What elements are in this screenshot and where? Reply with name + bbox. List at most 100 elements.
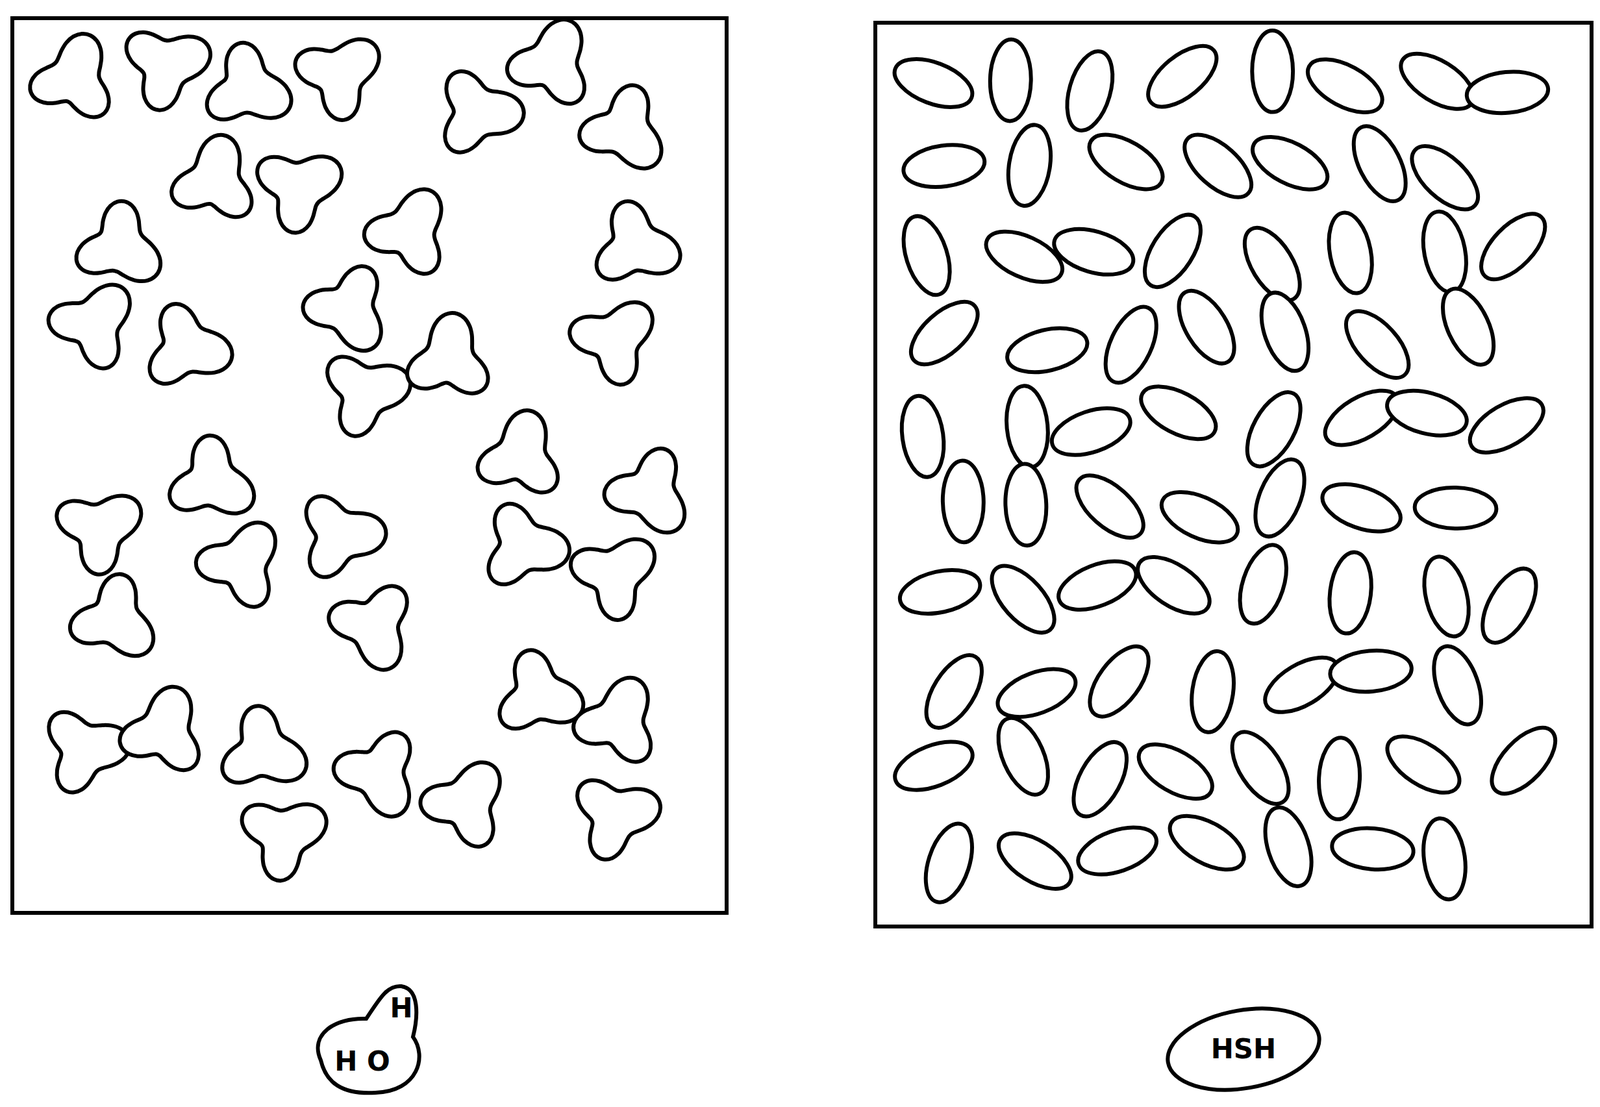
water-molecule [573,677,651,763]
atom-label: H [389,994,413,1023]
sulfide-molecule [888,49,980,117]
sulfide-molecule [988,711,1059,802]
node-outline [302,977,433,1098]
sulfide-molecule [989,38,1032,122]
sulfide-molecule [1316,474,1408,541]
water-molecule [29,33,110,117]
sulfide-molecule [1153,481,1245,553]
sulfide-molecule [1245,452,1315,544]
sulfide-molecule [914,646,993,738]
water-molecule [333,732,411,817]
water-molecule [222,705,307,783]
sulfide-molecule [1046,399,1137,465]
sulfide-molecule [1174,123,1263,209]
sulfide-molecule [1187,648,1239,736]
sulfide-molecule [895,562,984,621]
water-molecule [149,303,232,384]
water-molecule [328,586,408,671]
atom-label: H O [334,1048,390,1076]
atom-label: HSH [1211,1035,1277,1063]
water-molecule [171,135,252,217]
sulfide-molecule [1471,560,1547,652]
sulfide-molecule [1002,320,1092,380]
sulfide-molecule [1048,220,1139,283]
sulfide-molecule [1464,68,1550,117]
sulfide-molecule [1416,551,1477,641]
sulfide-molecule [1330,825,1416,873]
sulfide-molecule [1078,636,1160,726]
sulfide-molecule [942,460,985,543]
water-molecule [488,503,570,585]
water-molecule [596,201,681,280]
sulfide-molecule [1418,815,1471,902]
water-molecule [119,687,199,771]
sulfide-molecule [894,210,959,301]
sulfide-molecule [1072,818,1163,884]
water-molecule [257,156,342,234]
water-molecule [407,312,488,394]
sulfide-molecule [1401,135,1489,221]
sulfide-molecule [1129,733,1221,811]
sulfide-molecule [991,659,1083,727]
sulfide-molecule [1391,42,1483,121]
sulfide-molecule [1299,48,1391,124]
sulfide-molecule [1133,205,1213,297]
water-molecule [196,522,276,608]
sulfide-molecule [1328,647,1414,695]
sulfide-molecule [1382,383,1473,444]
sulfide-molecule [1167,281,1246,373]
sulfide-molecule [1244,125,1336,200]
sulfide-molecule [1231,538,1296,630]
sulfide-molecule [1414,486,1497,530]
water-molecule [126,32,211,111]
water-molecule [56,495,141,575]
water-molecule [169,435,254,514]
sulfide-molecule [1003,462,1048,547]
sulfide-molecule [1377,725,1469,804]
sulfide-molecule [1252,286,1319,377]
sulfide-molecule [1470,203,1556,291]
sulfide-molecule [1059,46,1121,136]
sulfide-molecule [980,555,1066,644]
water-molecule [444,71,525,153]
sulfide-molecule [888,732,980,800]
sulfide-molecule [1062,733,1138,825]
water-box [12,18,727,913]
water-molecule [70,574,154,656]
water-molecule [577,780,661,860]
water-molecule [570,538,655,620]
water-molecule [207,42,292,120]
water-molecule [76,201,162,282]
water-molecule [306,496,387,578]
sulfide-molecule-key: HSH [1162,1005,1325,1094]
water-molecule [420,762,500,847]
sulfide-molecule [1065,464,1154,549]
sulfide-molecule [1342,118,1417,210]
sulfide-molecule [1094,299,1167,391]
sulfide-molecule [1424,640,1491,731]
water-molecule [507,19,585,104]
sulfide-molecule [1128,546,1220,626]
sulfide-molecules [888,30,1567,909]
water-molecule [295,38,380,120]
sulfide-molecule [1461,387,1552,464]
water-molecule [327,357,411,437]
water-molecule [48,712,131,793]
sulfide-molecule [1161,805,1252,881]
water-molecule [579,85,662,169]
sulfide-molecule [1256,801,1321,893]
sulfide-molecule [978,221,1070,293]
sulfide-molecule [896,393,949,480]
sulfide-molecule [1051,551,1143,620]
sulfide-molecule [1335,300,1421,389]
water-molecule [499,650,584,729]
sulfide-molecule [1080,123,1172,200]
water-molecule [242,804,327,882]
water-molecules [29,19,685,881]
sulfide-molecule [1480,716,1567,805]
sulfide-molecule [1432,281,1504,373]
sulfide-molecule [1256,646,1348,724]
sulfide-molecule [1133,375,1225,450]
water-molecule [364,189,442,275]
